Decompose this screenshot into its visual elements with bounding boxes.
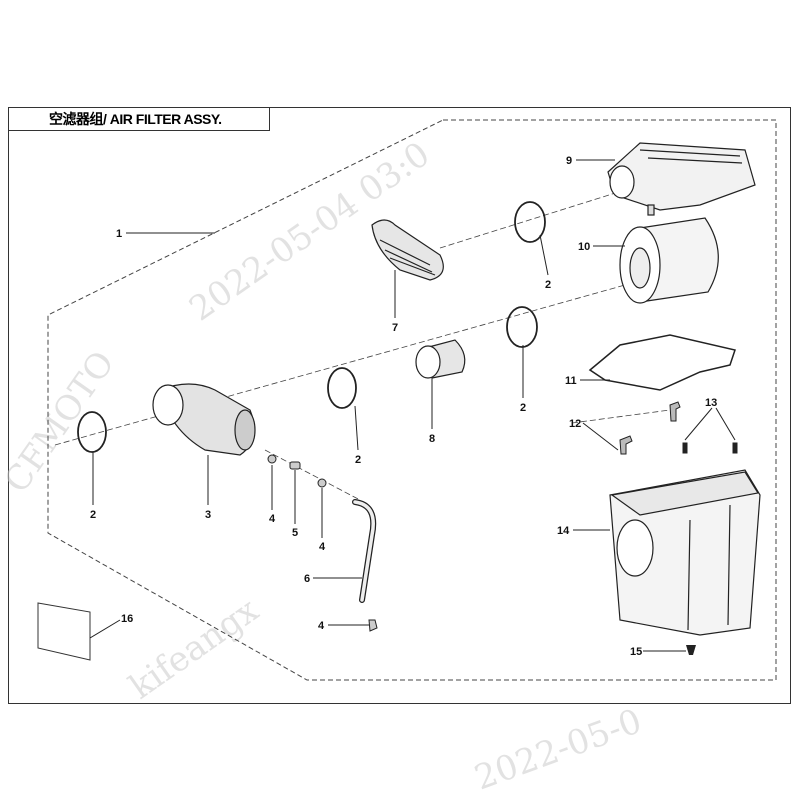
part-10-filter-element[interactable] <box>619 217 719 304</box>
callout-16: 16 <box>121 613 133 625</box>
diagram-title: 空滤器组/ AIR FILTER ASSY. <box>8 107 270 131</box>
callout-2: 2 <box>520 402 526 414</box>
part-12-13-fittings[interactable] <box>619 401 738 455</box>
callout-10: 10 <box>578 241 590 253</box>
watermark-user: kifeangx <box>122 590 266 707</box>
callout-2: 2 <box>545 279 551 291</box>
callout-4: 4 <box>318 620 325 632</box>
callout-13: 13 <box>705 397 717 409</box>
part-15-drain-valve[interactable] <box>686 645 696 655</box>
callout-15: 15 <box>630 646 642 658</box>
callout-14: 14 <box>557 525 570 537</box>
watermark-date-2: 2022-05-0 <box>469 701 647 798</box>
watermark-layer: 2022-05-04 03:0 kifeangx CFMOTO 2022-05-… <box>0 134 647 798</box>
callout-12: 12 <box>569 418 581 430</box>
part-16-label-sheet[interactable] <box>37 602 91 661</box>
part-3-intake-duct[interactable] <box>152 383 256 456</box>
assembly-boundary <box>47 119 777 681</box>
callout-2: 2 <box>355 454 361 466</box>
callout-3: 3 <box>205 509 211 521</box>
callout-4: 4 <box>269 513 276 525</box>
part-11-gasket[interactable] <box>588 334 736 391</box>
callout-5: 5 <box>292 527 298 539</box>
hose-inner <box>353 500 375 602</box>
part-2-clamps[interactable] <box>77 201 546 453</box>
part-8-connector[interactable] <box>415 339 466 379</box>
part-14-airbox-base[interactable] <box>609 469 761 636</box>
part-7-intake-bellows[interactable] <box>371 219 444 281</box>
callout-4: 4 <box>319 541 326 553</box>
part-9-airbox-cover[interactable] <box>607 142 756 216</box>
callout-11: 11 <box>565 375 577 387</box>
callout-7: 7 <box>392 322 398 334</box>
callout-8: 8 <box>429 433 435 445</box>
callout-9: 9 <box>566 155 572 167</box>
diagram-frame <box>8 107 791 704</box>
part-4-5-small-clips[interactable] <box>267 454 378 632</box>
axis-lines <box>54 189 671 501</box>
callout-6: 6 <box>304 573 310 585</box>
callout-1: 1 <box>116 228 122 240</box>
callout-labels: 1 9 2 10 7 2 11 8 2 12 13 14 2 3 4 5 4 6… <box>90 155 717 658</box>
leader-lines <box>89 159 736 652</box>
callout-2: 2 <box>90 509 96 521</box>
